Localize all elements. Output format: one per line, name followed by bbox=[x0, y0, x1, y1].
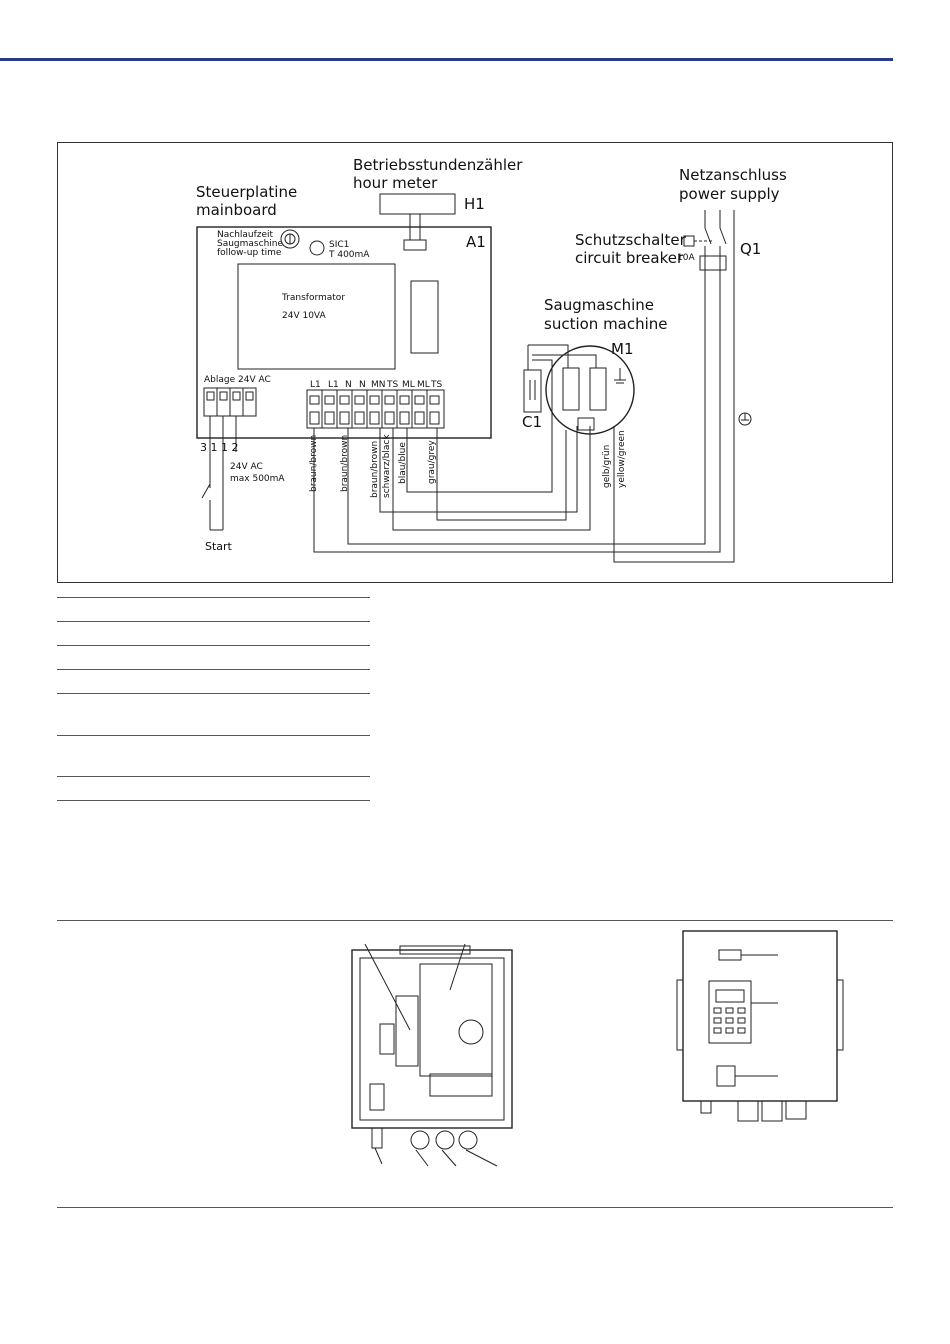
legend-row-rule bbox=[57, 645, 370, 646]
pe-wire-label-de: gelb/grün bbox=[602, 445, 612, 488]
legend-row-rule bbox=[57, 621, 370, 622]
terminal-label: N bbox=[345, 380, 352, 390]
motor-winding-1 bbox=[562, 367, 580, 411]
hour-meter-label-en: hour meter bbox=[353, 174, 438, 192]
terminal-label: TS bbox=[386, 380, 398, 390]
terminal-label: L1 bbox=[328, 380, 339, 390]
legend-row-rule bbox=[57, 800, 370, 801]
legend-row-rule bbox=[57, 597, 370, 598]
transformer-box bbox=[237, 263, 396, 370]
hour-meter-connector bbox=[403, 239, 427, 251]
wire-label: grau/grey bbox=[427, 440, 437, 484]
mainboard-ref: A1 bbox=[466, 233, 486, 251]
suction-label-en: suction machine bbox=[544, 315, 668, 333]
breaker-trip-box bbox=[699, 255, 727, 271]
start-switch bbox=[201, 483, 211, 499]
suction-ref: M1 bbox=[611, 340, 634, 358]
breaker-contact-2 bbox=[719, 227, 727, 245]
wire-label: braun/brown bbox=[370, 441, 380, 498]
output-rating-1: 24V AC bbox=[230, 462, 263, 472]
breaker-rating: 10A bbox=[677, 253, 695, 263]
wire-label: schwarz/black bbox=[382, 434, 392, 498]
enclosure-interior-drawing bbox=[351, 943, 513, 1167]
header-rule bbox=[0, 58, 893, 61]
transformer-label-1: Transformator bbox=[281, 293, 345, 303]
terminal-labels: L1 L1 N N MN TS ML ML TS bbox=[310, 380, 442, 390]
terminal-label: TS bbox=[430, 380, 442, 390]
breaker-ref: Q1 bbox=[740, 240, 761, 258]
terminal-label: N bbox=[359, 380, 366, 390]
section-divider-bottom bbox=[57, 1207, 893, 1208]
enclosure-front-drawing bbox=[676, 930, 844, 1122]
hour-meter-ref: H1 bbox=[464, 195, 485, 213]
hour-meter-label-de: Betriebsstundenzähler bbox=[353, 156, 523, 174]
mainboard-box bbox=[196, 226, 492, 439]
power-supply-label-en: power supply bbox=[679, 185, 780, 203]
relay-box bbox=[410, 280, 439, 354]
capacitor-ref: C1 bbox=[522, 413, 542, 431]
pe-wire-label-en: yellow/green bbox=[617, 430, 627, 488]
breaker-label-en: circuit breaker bbox=[575, 249, 684, 267]
wire-label: braun/brown bbox=[340, 435, 350, 492]
start-label: Start bbox=[205, 540, 233, 553]
transformer-label-2: 24V 10VA bbox=[282, 311, 327, 321]
mainboard-label-en: mainboard bbox=[196, 201, 277, 219]
suction-label-de: Saugmaschine bbox=[544, 296, 654, 314]
power-supply-label-de: Netzanschluss bbox=[679, 166, 787, 184]
breaker-contact-1 bbox=[704, 227, 712, 245]
main-terminal-block bbox=[306, 389, 445, 429]
fuse-icon bbox=[309, 240, 325, 256]
legend-row-rule bbox=[57, 693, 370, 694]
fuse-label-2: T 400mA bbox=[328, 250, 370, 260]
output-rating-2: max 500mA bbox=[230, 474, 285, 484]
suction-motor-circle bbox=[545, 345, 635, 435]
terminal-label: ML bbox=[402, 380, 415, 390]
follow-up-label-2: Saugmaschine bbox=[217, 239, 283, 249]
breaker-label-de: Schutzschalter bbox=[575, 231, 687, 249]
follow-up-label-1: Nachlaufzeit bbox=[217, 230, 274, 240]
mainboard-label-de: Steuerplatine bbox=[196, 183, 297, 201]
wiring-diagram-frame bbox=[57, 142, 893, 583]
wire-label: blau/blue bbox=[398, 442, 408, 484]
ablage-label: Ablage 24V AC bbox=[204, 375, 271, 385]
section-divider-top bbox=[57, 920, 893, 921]
legend-row-rule bbox=[57, 776, 370, 777]
motor-winding-2 bbox=[589, 367, 607, 411]
fuse-label-1: SIC1 bbox=[329, 240, 349, 250]
terminal-label: ML bbox=[417, 380, 430, 390]
potentiometer-icon bbox=[280, 229, 300, 249]
follow-up-label-3: follow-up time bbox=[217, 248, 282, 258]
terminal-label: L1 bbox=[310, 380, 321, 390]
capacitor-c1 bbox=[523, 369, 542, 413]
terminal-label: MN bbox=[371, 380, 386, 390]
legend-row-rule bbox=[57, 669, 370, 670]
ablage-terminal-numbers: 3 1 1 2 bbox=[200, 441, 238, 454]
legend-row-rule bbox=[57, 735, 370, 736]
hour-meter-box bbox=[379, 193, 456, 215]
